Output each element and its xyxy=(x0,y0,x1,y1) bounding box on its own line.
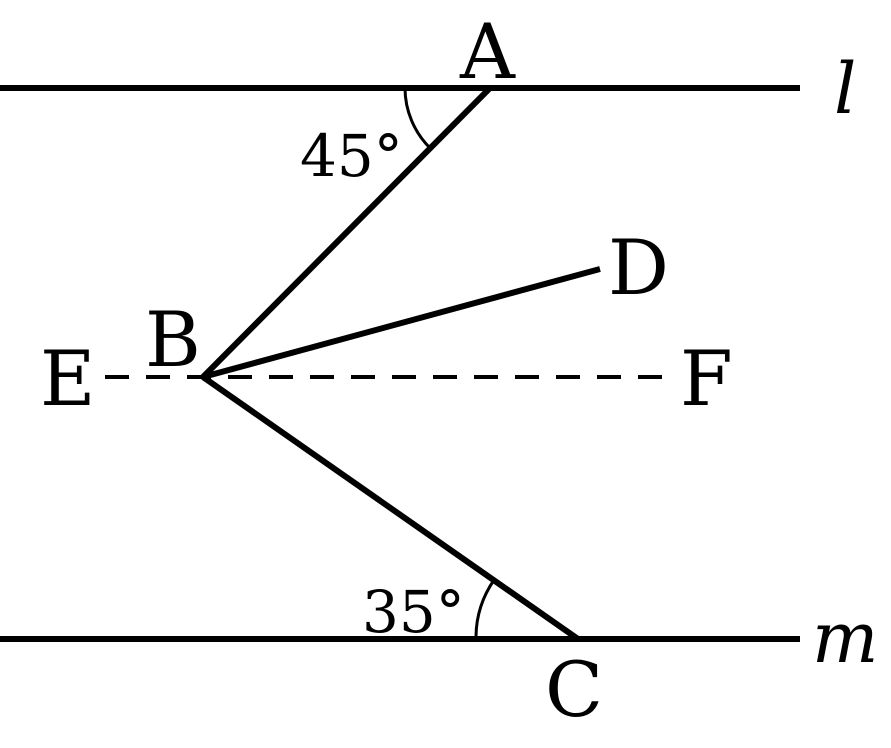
angle-arc-top xyxy=(403,87,432,150)
segment-bc xyxy=(201,374,580,642)
label-point-e: E xyxy=(40,334,95,423)
segment-bd xyxy=(202,266,601,380)
label-line-m: m xyxy=(812,597,878,679)
label-point-b: B xyxy=(145,295,201,384)
label-point-a: A xyxy=(459,7,516,96)
label-angle-35: 35° xyxy=(362,578,465,646)
angle-arc-bottom xyxy=(474,579,496,640)
label-line-l: l xyxy=(834,48,856,130)
label-point-c: C xyxy=(545,645,603,734)
label-angle-45: 45° xyxy=(300,122,403,190)
label-point-d: D xyxy=(608,223,669,312)
label-point-f: F xyxy=(680,334,733,423)
segment-ab xyxy=(200,85,493,380)
